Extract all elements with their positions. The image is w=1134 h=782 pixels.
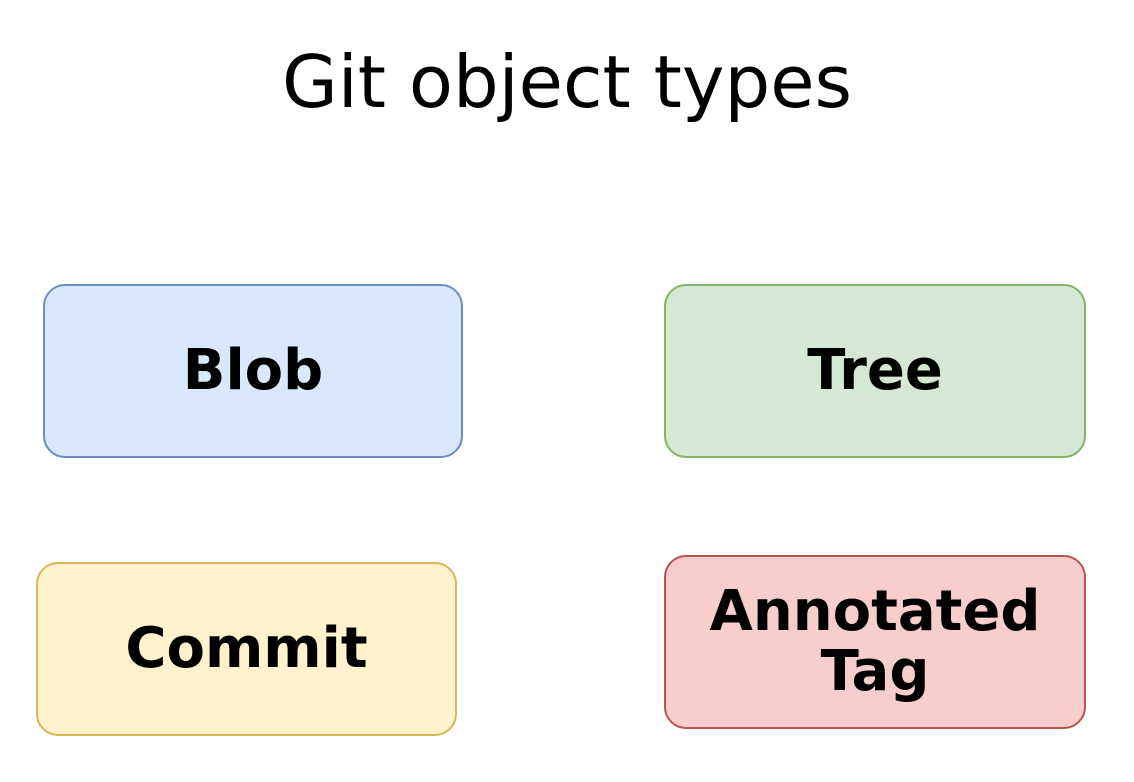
tree-node: Tree <box>664 284 1086 458</box>
annotated-tag-label: Annotated Tag <box>709 579 1041 704</box>
annotated-tag-node: Annotated Tag <box>664 555 1086 729</box>
commit-node: Commit <box>36 562 457 736</box>
tree-label: Tree <box>807 338 943 403</box>
commit-label: Commit <box>125 616 368 681</box>
blob-label: Blob <box>182 338 324 403</box>
blob-node: Blob <box>43 284 463 458</box>
diagram-title: Git object types <box>281 40 853 124</box>
